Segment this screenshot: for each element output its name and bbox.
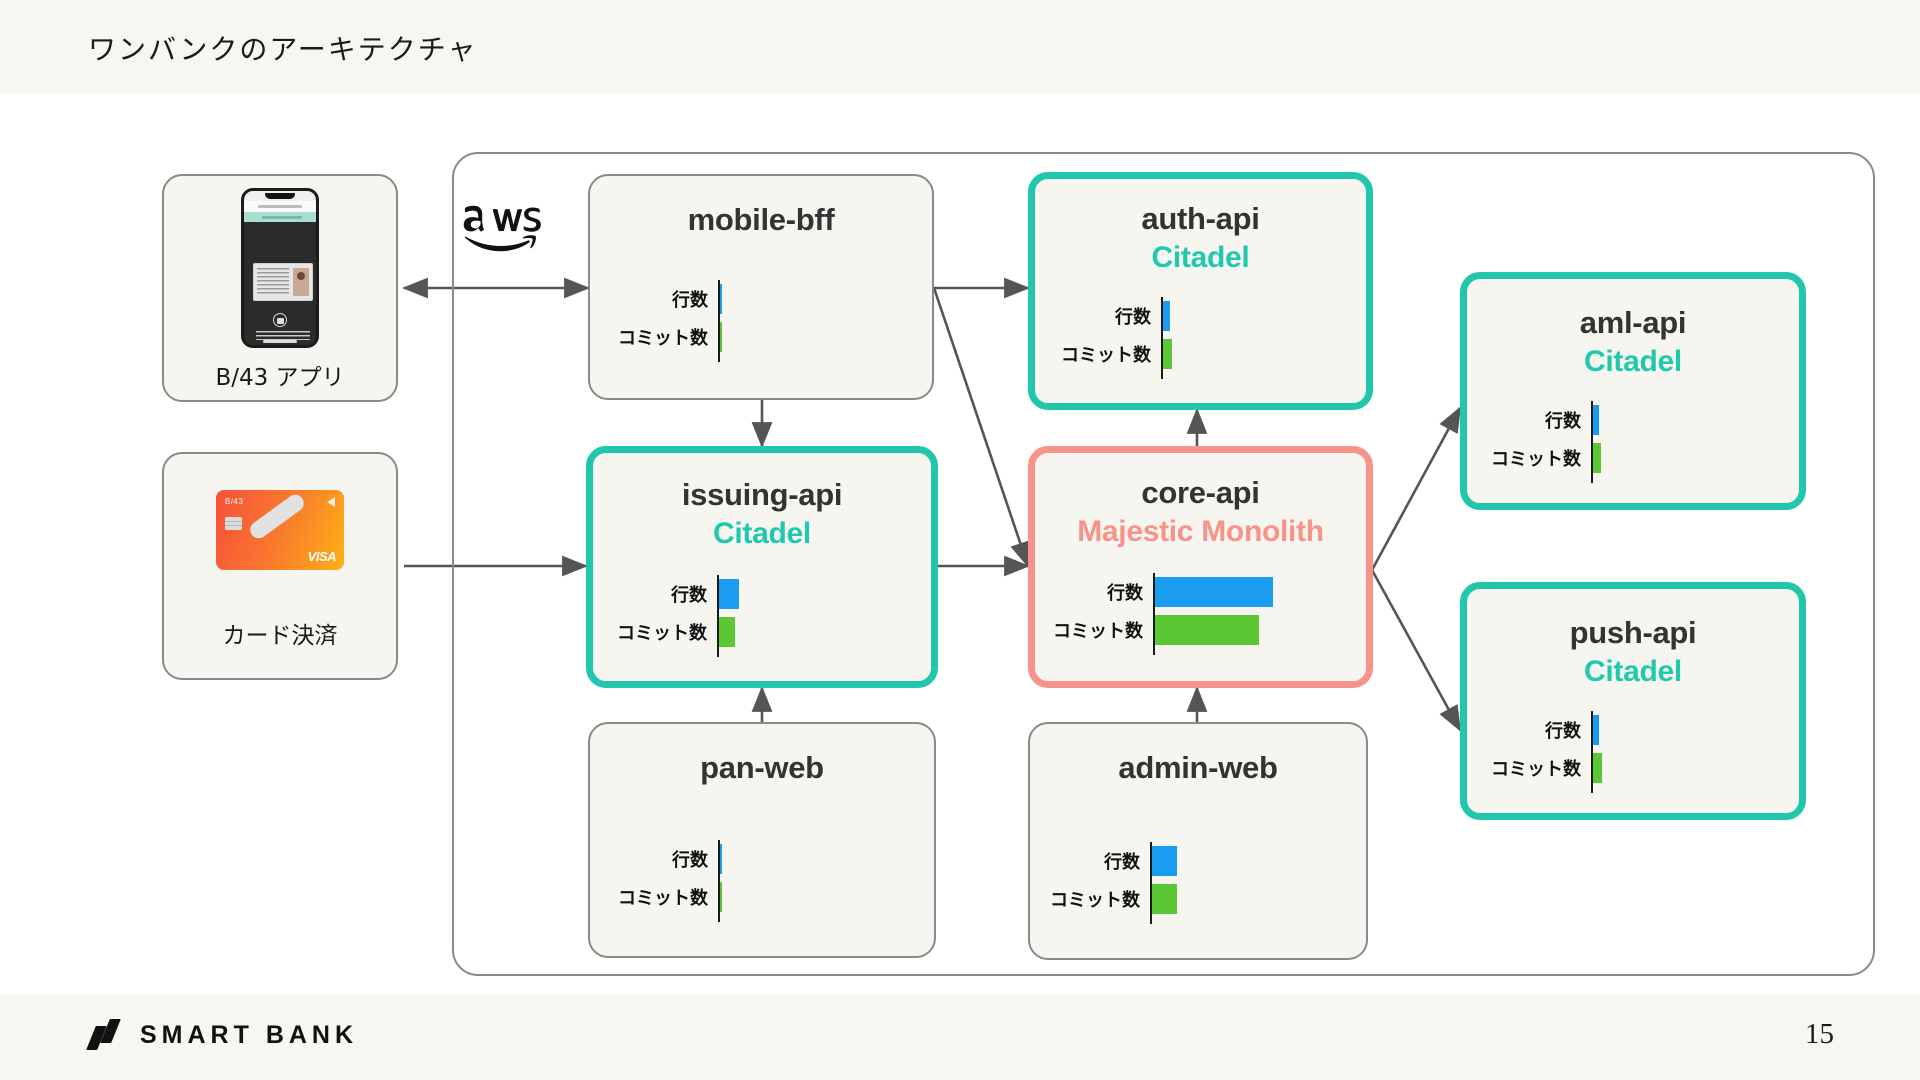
chart-bar-commits	[719, 617, 735, 647]
chart-label-lines: 行数	[1115, 307, 1151, 328]
chart-axis	[1591, 401, 1593, 483]
chart-label-lines: 行数	[672, 290, 708, 311]
service-title-mobile-bff: mobile-bff	[687, 202, 835, 237]
phone-screenshot-image	[241, 188, 319, 348]
service-box-admin-web[interactable]: admin-web 行数 コミット数	[1028, 722, 1368, 960]
source-label-b43-app: B/43 アプリ	[215, 365, 345, 391]
chart-axis	[1150, 842, 1152, 924]
chart-bar-commits	[720, 882, 722, 912]
chart-bar-commits	[1152, 884, 1177, 914]
metrics-chart-pan-web: 行数 コミット数	[618, 840, 918, 922]
page-title: ワンバンクのアーキテクチャ	[88, 33, 478, 66]
service-subtitle-core-api: Majestic Monolith	[1077, 515, 1324, 548]
aws-logo-icon	[463, 205, 541, 252]
service-title-push-api: push-api	[1569, 615, 1697, 650]
chart-label-lines: 行数	[1545, 411, 1581, 432]
smartbank-mark-icon	[86, 1018, 122, 1052]
chart-bar-commits	[1155, 615, 1259, 645]
metrics-chart-admin-web: 行数 コミット数	[1050, 842, 1350, 924]
chart-bar-lines	[1163, 301, 1170, 331]
chart-axis	[718, 280, 720, 362]
source-box-b43-app[interactable]: B/43 アプリ	[162, 174, 398, 402]
chart-label-lines: 行数	[1104, 852, 1140, 873]
service-box-issuing-api[interactable]: issuing-api Citadel 行数 コミット数	[586, 446, 938, 688]
service-box-push-api[interactable]: push-api Citadel 行数 コミット数	[1460, 582, 1806, 820]
chart-bar-lines	[1152, 846, 1177, 876]
service-box-auth-api[interactable]: auth-api Citadel 行数 コミット数	[1028, 172, 1373, 410]
chart-bar-commits	[1593, 753, 1602, 783]
metrics-chart-auth-api: 行数 コミット数	[1061, 297, 1361, 379]
chart-axis	[1153, 573, 1155, 655]
service-box-core-api[interactable]: core-api Majestic Monolith 行数 コミット数	[1028, 446, 1373, 688]
page-number: 15	[1805, 1018, 1834, 1050]
chart-label-lines: 行数	[671, 585, 707, 606]
service-title-aml-api: aml-api	[1579, 305, 1687, 340]
chart-bar-commits	[720, 322, 722, 352]
slide-header: ワンバンクのアーキテクチャ	[0, 0, 1920, 93]
brand-logo: SMART BANK	[86, 1018, 359, 1052]
source-box-card-payment[interactable]: B/43 VISA カード決済	[162, 452, 398, 680]
service-title-core-api: core-api	[1141, 475, 1260, 510]
chart-bar-lines	[1155, 577, 1273, 607]
service-subtitle-auth-api: Citadel	[1151, 241, 1250, 274]
brand-name: SMART BANK	[140, 1020, 359, 1049]
metrics-chart-mobile-bff: 行数 コミット数	[618, 280, 918, 362]
metrics-chart-issuing-api: 行数 コミット数	[617, 575, 917, 657]
chart-label-lines: 行数	[1107, 583, 1143, 604]
service-subtitle-push-api: Citadel	[1584, 655, 1682, 688]
chart-bar-lines	[720, 284, 722, 314]
chart-bar-lines	[720, 844, 722, 874]
chart-bar-lines	[1593, 405, 1599, 435]
service-box-aml-api[interactable]: aml-api Citadel 行数 コミット数	[1460, 272, 1806, 510]
aws-container	[452, 152, 1875, 976]
metrics-chart-aml-api: 行数 コミット数	[1491, 401, 1791, 483]
service-title-admin-web: admin-web	[1118, 750, 1278, 785]
service-box-mobile-bff[interactable]: mobile-bff 行数 コミット数	[588, 174, 934, 400]
source-label-card-payment: カード決済	[222, 623, 338, 649]
service-title-auth-api: auth-api	[1141, 201, 1260, 236]
chart-label-commits: コミット数	[1061, 345, 1151, 366]
service-subtitle-aml-api: Citadel	[1584, 345, 1682, 378]
chart-label-commits: コミット数	[617, 623, 707, 644]
service-title-pan-web: pan-web	[700, 750, 824, 785]
chart-bar-commits	[1163, 339, 1172, 369]
chart-bar-lines	[1593, 715, 1599, 745]
chart-label-commits: コミット数	[1053, 621, 1143, 642]
chart-label-commits: コミット数	[618, 888, 708, 909]
service-title-issuing-api: issuing-api	[681, 477, 843, 512]
chart-label-commits: コミット数	[1491, 449, 1581, 470]
chart-bar-commits	[1593, 443, 1601, 473]
chart-label-lines: 行数	[672, 850, 708, 871]
metrics-chart-core-api: 行数 コミット数	[1053, 573, 1363, 655]
chart-label-commits: コミット数	[1050, 890, 1140, 911]
chart-label-commits: コミット数	[618, 328, 708, 349]
slide-footer	[0, 995, 1920, 1080]
visa-card-image: B/43 VISA	[216, 490, 344, 570]
chart-bar-lines	[719, 579, 739, 609]
chart-axis	[718, 840, 720, 922]
service-box-pan-web[interactable]: pan-web 行数 コミット数	[588, 722, 936, 958]
chart-axis	[717, 575, 719, 657]
chart-axis	[1591, 711, 1593, 793]
chart-axis	[1161, 297, 1163, 379]
chart-label-commits: コミット数	[1491, 759, 1581, 780]
service-subtitle-issuing-api: Citadel	[713, 517, 811, 550]
metrics-chart-push-api: 行数 コミット数	[1491, 711, 1791, 793]
chart-label-lines: 行数	[1545, 721, 1581, 742]
